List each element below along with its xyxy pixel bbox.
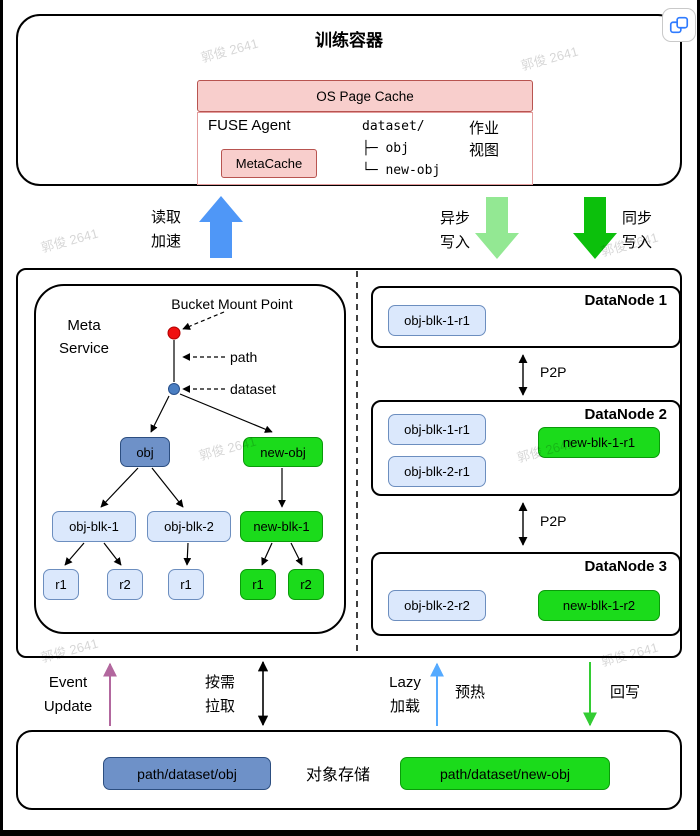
- object-storage-box: path/dataset/obj 对象存储 path/dataset/new-o…: [16, 730, 682, 810]
- replica-r2-of-new-blk-1: r2: [288, 569, 324, 600]
- tree-node-obj-blk-2: obj-blk-2: [147, 511, 231, 542]
- meta-tree-connectors: [64, 393, 303, 566]
- event-update-label: Event Update: [43, 674, 93, 715]
- bucket-mount-point-dot: [167, 326, 181, 340]
- training-container-title: 训练容器: [315, 31, 383, 50]
- path-label: path: [230, 349, 258, 365]
- replica-r2-of-obj-blk-1: r2: [107, 569, 143, 600]
- p2p-label-1: P2P: [540, 364, 567, 380]
- datanode-3-label: DataNode 3: [584, 558, 667, 575]
- datanode-1-label: DataNode 1: [584, 292, 667, 309]
- training-container-box: 训练容器 OS Page Cache FUSE Agent MetaCache …: [16, 14, 682, 186]
- datanode-2-label: DataNode 2: [584, 406, 667, 423]
- dataset-dot: [168, 383, 180, 395]
- block-obj-blk-1-r1: obj-blk-1-r1: [388, 305, 486, 336]
- block-new-blk-1-r1: new-blk-1-r1: [538, 427, 660, 458]
- meta-service-title: Meta Service: [58, 317, 110, 357]
- object-storage-title: 对象存储: [305, 767, 370, 784]
- block-obj-blk-2-r2: obj-blk-2-r2: [388, 590, 486, 621]
- async-write-arrow: [475, 197, 519, 259]
- datanode-1-box: DataNode 1 obj-blk-1-r1: [371, 286, 681, 348]
- dataset-file-tree: dataset/ ├─ obj └─ new-obj: [362, 119, 441, 178]
- tree-node-obj: obj: [120, 437, 170, 467]
- fuse-agent-area: [197, 112, 533, 185]
- read-accel-arrow: [199, 196, 243, 258]
- bucket-mount-point-label: Bucket Mount Point: [171, 296, 293, 312]
- fuse-agent-label: FUSE Agent: [208, 117, 291, 134]
- tree-node-new-blk-1: new-blk-1: [240, 511, 323, 542]
- lazy-load-label: Lazy 加载: [389, 674, 421, 715]
- storage-path-obj: path/dataset/obj: [103, 757, 271, 790]
- replica-r1-of-obj-blk-2: r1: [168, 569, 204, 600]
- mount-point-pointers: [173, 311, 225, 393]
- datanode-2-box: DataNode 2 obj-blk-1-r1 obj-blk-2-r1 new…: [371, 400, 681, 496]
- tree-node-new-obj: new-obj: [243, 437, 323, 467]
- replica-r1-of-obj-blk-1: r1: [43, 569, 79, 600]
- os-page-cache-box: OS Page Cache: [197, 80, 533, 112]
- app-badge-button[interactable]: [662, 8, 696, 42]
- job-view-label: 作业 视图: [468, 120, 499, 159]
- preheat-label: 预热: [455, 684, 486, 701]
- dataset-label: dataset: [230, 381, 276, 397]
- async-write-label: 异步 写入: [439, 210, 470, 251]
- meta-cache-box: MetaCache: [221, 149, 317, 178]
- sync-write-label: 同步 写入: [621, 210, 652, 251]
- tree-node-obj-blk-1: obj-blk-1: [52, 511, 136, 542]
- overlap-squares-icon: [669, 16, 689, 34]
- read-accel-label: 读取 加速: [150, 209, 181, 250]
- cluster-box: Bucket Mount Point Meta Service path dat…: [16, 268, 682, 658]
- storage-path-new-obj: path/dataset/new-obj: [400, 757, 610, 790]
- on-demand-pull-label: 按需 拉取: [204, 674, 235, 715]
- p2p-label-2: P2P: [540, 513, 567, 529]
- meta-service-box: Bucket Mount Point Meta Service path dat…: [34, 284, 346, 634]
- block-new-blk-1-r2: new-blk-1-r2: [538, 590, 660, 621]
- datanode-3-box: DataNode 3 obj-blk-2-r2 new-blk-1-r2: [371, 552, 681, 636]
- write-back-label: 回写: [610, 684, 641, 701]
- block-obj-blk-1-r1: obj-blk-1-r1: [388, 414, 486, 445]
- replica-r1-of-new-blk-1: r1: [240, 569, 276, 600]
- sync-write-arrow: [573, 197, 617, 259]
- block-obj-blk-2-r1: obj-blk-2-r1: [388, 456, 486, 487]
